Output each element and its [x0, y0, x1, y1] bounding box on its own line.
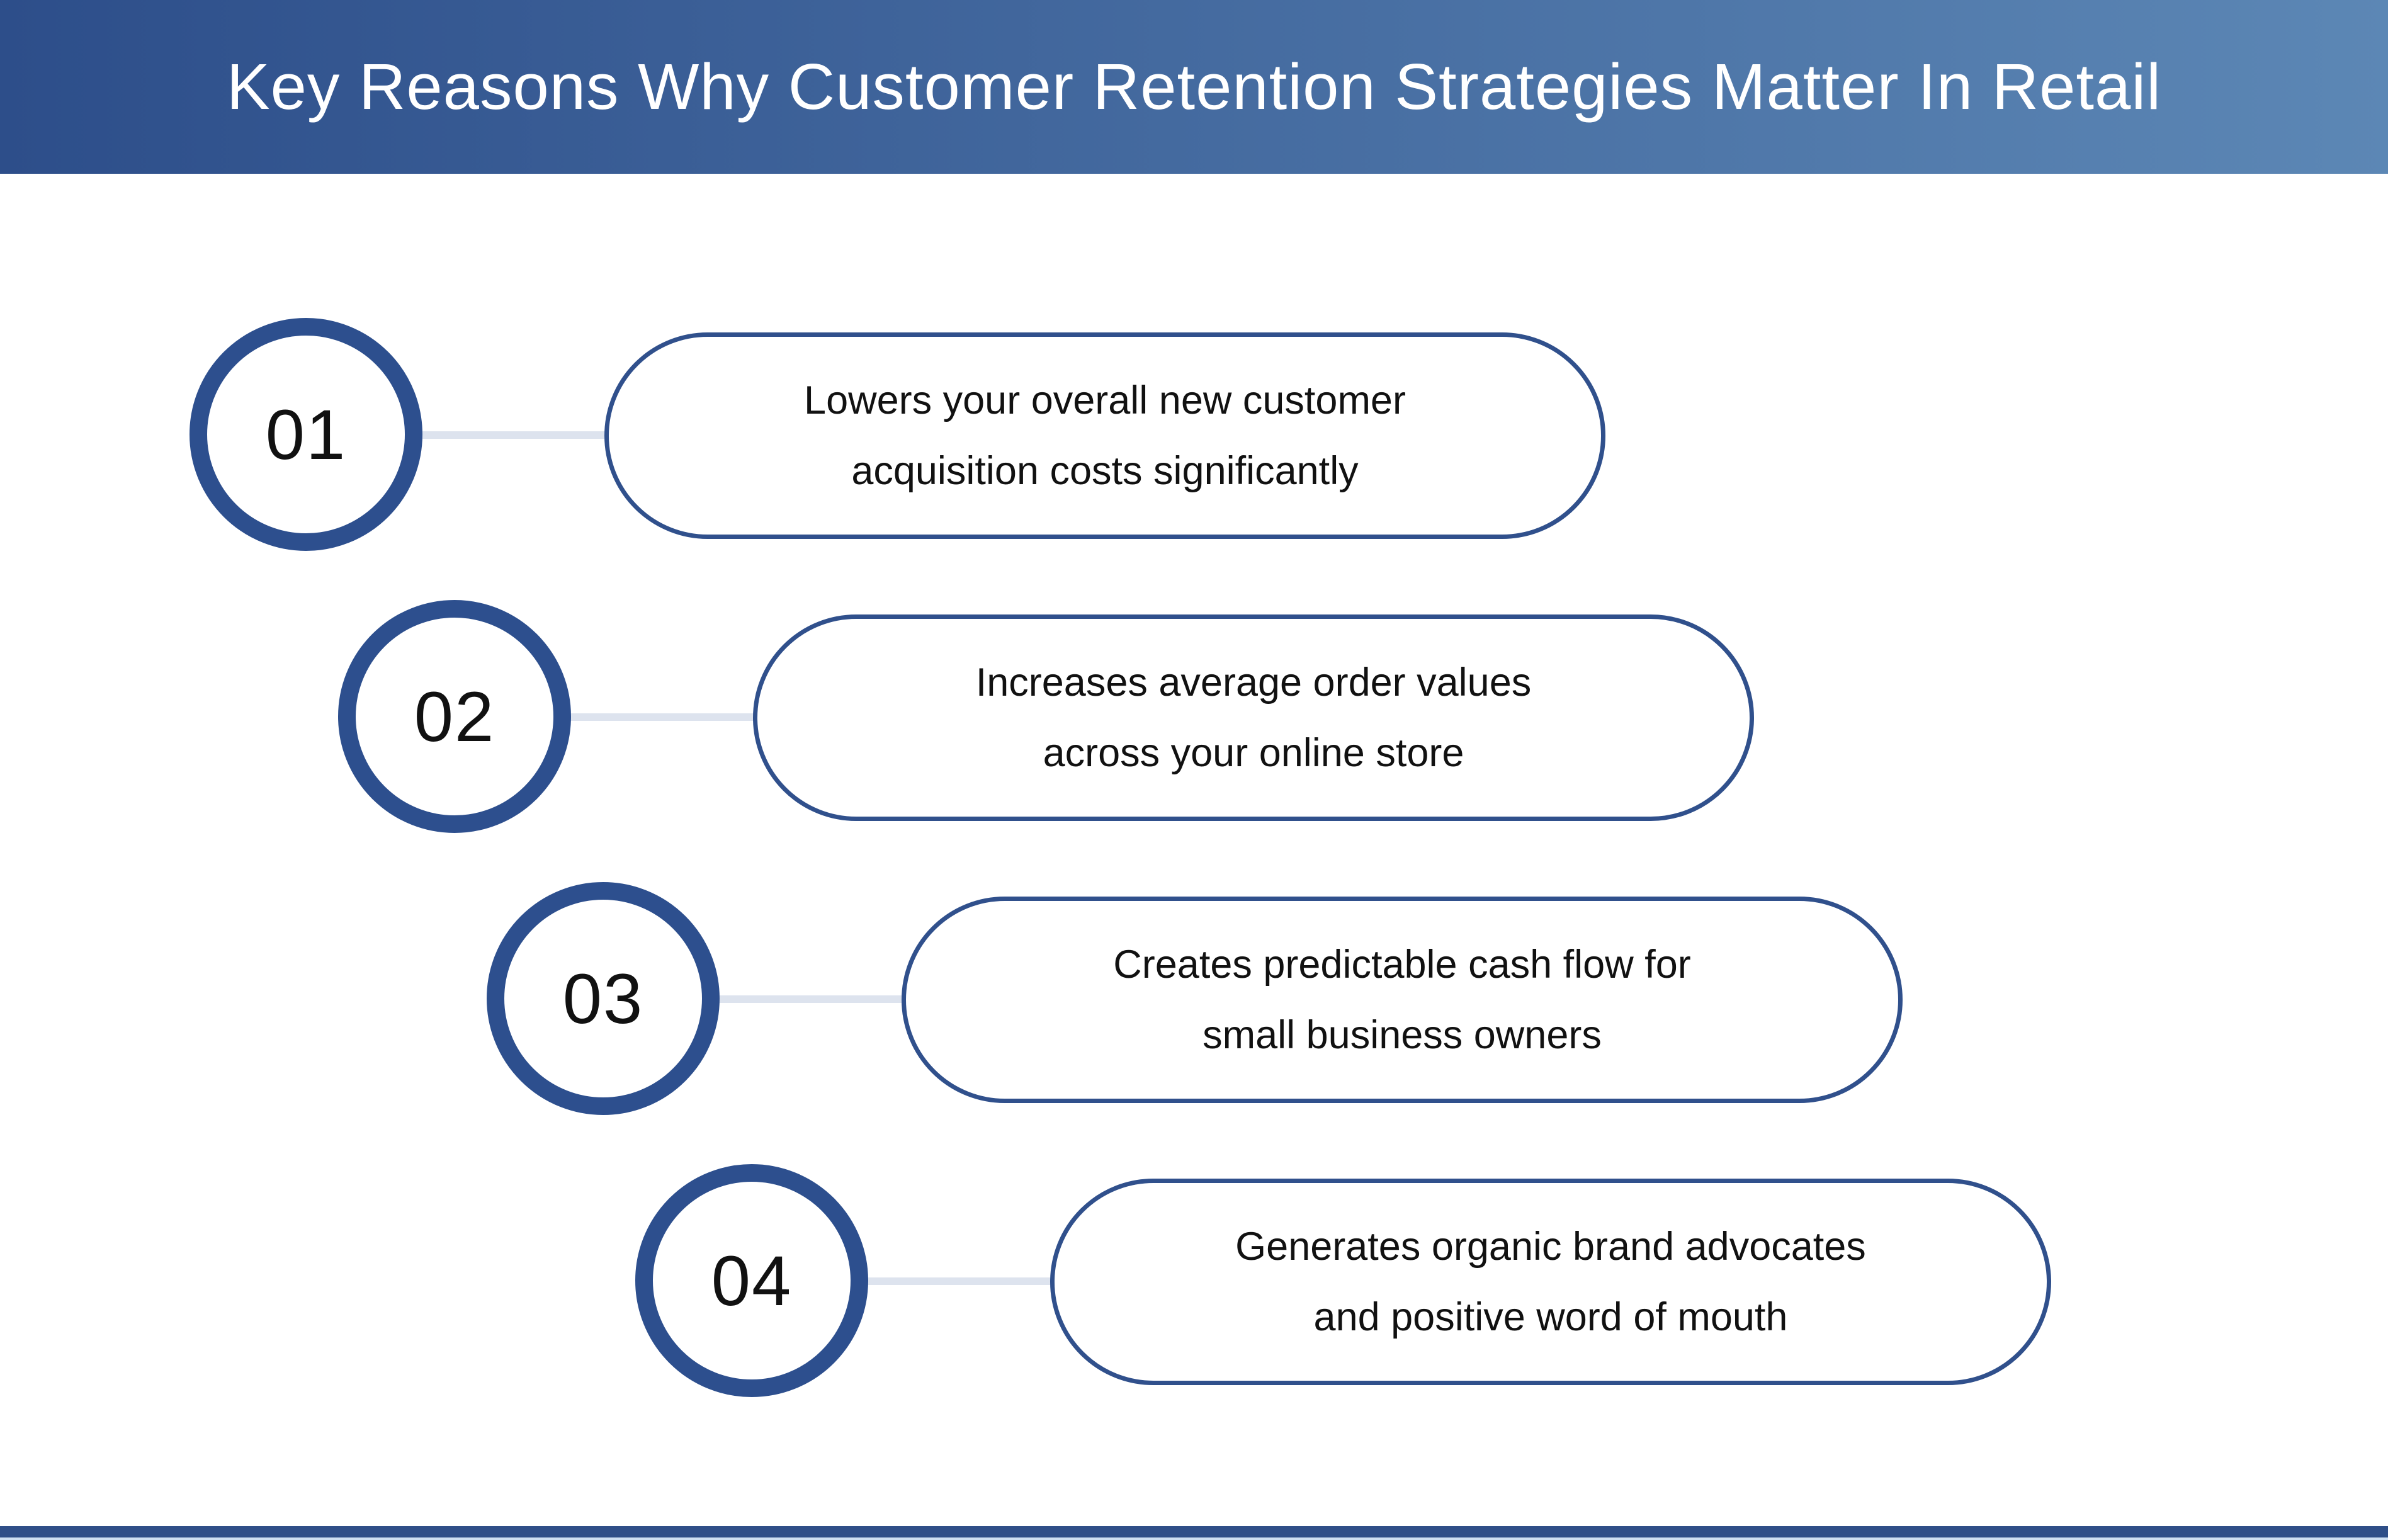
step-number: 04 — [711, 1241, 793, 1320]
step-number-circle: 04 — [635, 1164, 868, 1397]
step-number: 02 — [414, 677, 495, 756]
page-title: Key Reasons Why Customer Retention Strat… — [226, 50, 2162, 123]
reason-text-line2: across your online store — [1043, 731, 1464, 775]
header-banner: Key Reasons Why Customer Retention Strat… — [0, 0, 2388, 174]
reason-row-2: 02 Increases average order values across… — [338, 600, 1774, 834]
reason-row-3: 03 Creates predictable cash flow for sma… — [487, 882, 1922, 1116]
connector-line — [366, 431, 649, 439]
connector-line — [514, 713, 798, 721]
connector-line — [812, 1277, 1095, 1285]
reason-pill: Generates organic brand advocates and po… — [1050, 1179, 2051, 1385]
reason-text-line2: and positive word of mouth — [1313, 1295, 1788, 1339]
step-number: 01 — [265, 395, 347, 474]
reason-pill: Creates predictable cash flow for small … — [902, 897, 1903, 1103]
reason-pill: Increases average order values across yo… — [753, 614, 1754, 821]
reason-row-1: 01 Lowers your overall new customer acqu… — [190, 318, 1625, 552]
step-number-circle: 01 — [190, 318, 422, 551]
connector-line — [663, 995, 946, 1003]
reason-text-line1: Generates organic brand advocates — [1235, 1225, 1866, 1269]
reason-row-4: 04 Generates organic brand advocates and… — [635, 1164, 2071, 1398]
reason-text-line2: small business owners — [1202, 1013, 1602, 1057]
footer-accent-strip — [0, 1537, 2388, 1540]
reason-text-line1: Creates predictable cash flow for — [1113, 943, 1691, 987]
reason-text-line1: Increases average order values — [975, 660, 1532, 705]
step-number-circle: 02 — [338, 600, 571, 833]
reason-text-line1: Lowers your overall new customer — [804, 378, 1406, 422]
step-number-circle: 03 — [487, 882, 720, 1115]
footer-bar — [0, 1526, 2388, 1537]
reason-pill: Lowers your overall new customer acquisi… — [604, 332, 1605, 539]
step-number: 03 — [562, 959, 644, 1038]
reason-text-line2: acquisition costs significantly — [851, 449, 1359, 493]
